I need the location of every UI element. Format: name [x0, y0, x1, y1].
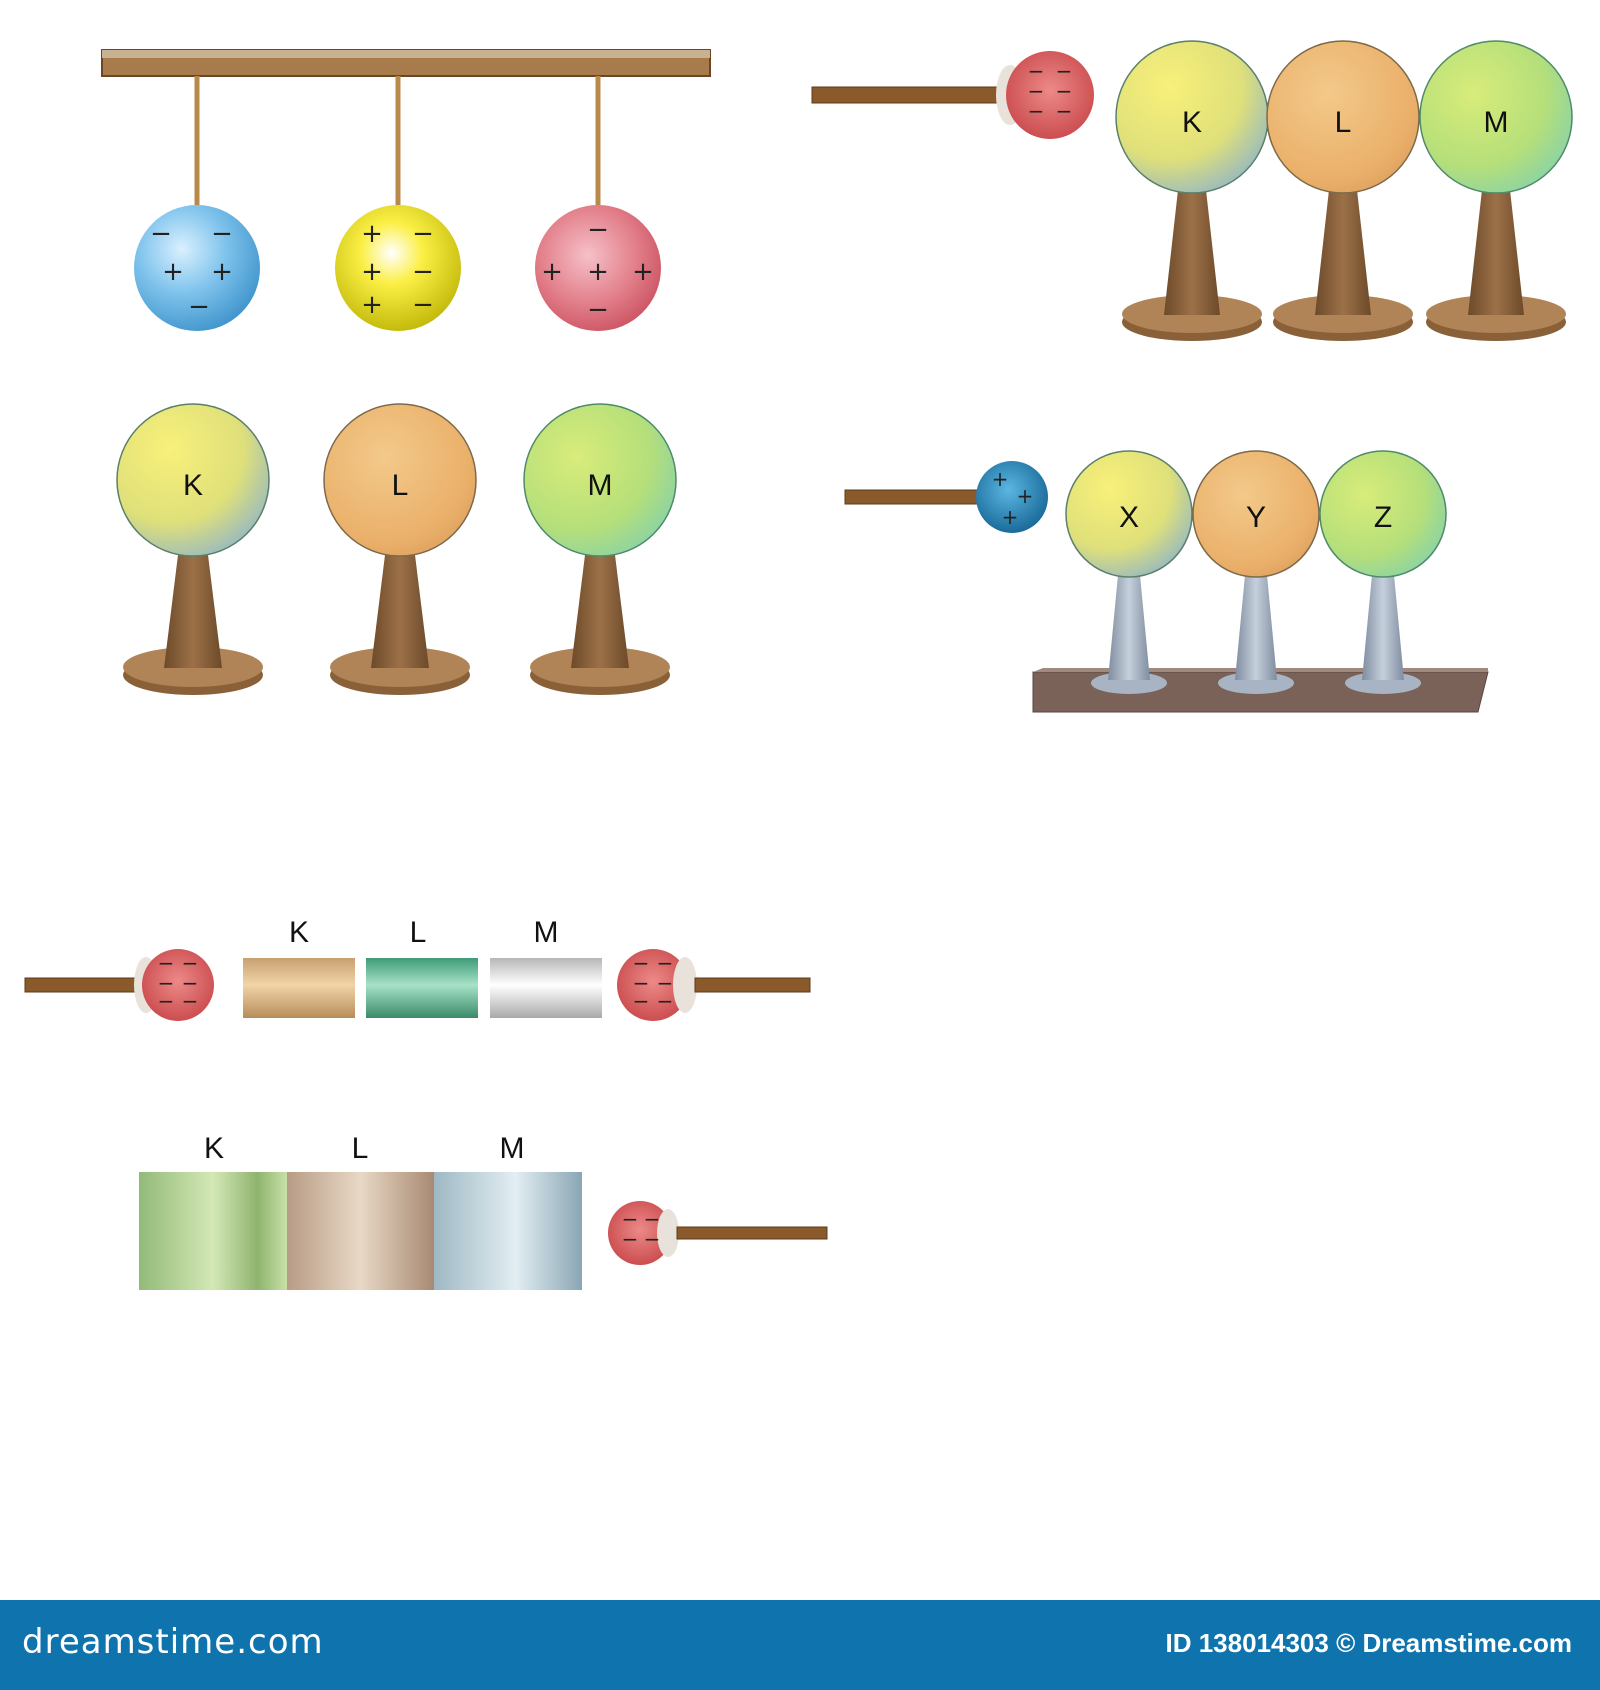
charge-sign: +	[162, 257, 184, 287]
charge-sign: −	[1028, 59, 1045, 83]
block-label-l: L	[352, 1132, 369, 1165]
sphere-x	[1065, 450, 1193, 578]
negative-rod-knob	[608, 1201, 672, 1265]
charge-sign: +	[587, 257, 609, 287]
charge-sign: −	[158, 989, 175, 1013]
charge-sign: −	[150, 219, 172, 249]
charge-sign: −	[158, 971, 175, 995]
sphere-label-z: Z	[1374, 501, 1392, 534]
charge-sign: −	[158, 951, 175, 975]
charge-sign: −	[633, 951, 650, 975]
panel-blocks: K L M − − − −	[139, 1132, 828, 1290]
pink-sphere	[535, 205, 661, 331]
block-l	[287, 1172, 434, 1290]
footer-bar: dreamstime.com ID 138014303 © Dreamstime…	[0, 1600, 1600, 1690]
charge-sign: −	[644, 1207, 661, 1231]
charge-sign: +	[211, 257, 233, 287]
charge-sign: −	[182, 951, 199, 975]
charge-sign: −	[633, 989, 650, 1013]
charge-sign: −	[412, 257, 434, 287]
rod-handle	[694, 977, 811, 993]
charge-sign: −	[1056, 79, 1073, 103]
rod-handle	[811, 86, 1013, 104]
yellow-sphere	[335, 205, 461, 331]
sphere-label-k: K	[183, 469, 203, 502]
bar-label-m: M	[534, 916, 559, 949]
charge-sign: +	[992, 467, 1009, 491]
negative-rod-knob	[1006, 51, 1094, 139]
charge-sign: −	[587, 295, 609, 325]
charge-sign: −	[1028, 79, 1045, 103]
charge-sign: +	[1017, 484, 1034, 508]
charge-sign: −	[412, 219, 434, 249]
sphere-l	[1266, 40, 1420, 194]
block-m	[434, 1172, 582, 1290]
charge-sign: −	[211, 219, 233, 249]
charge-sign: −	[622, 1207, 639, 1231]
charge-sign: −	[1056, 59, 1073, 83]
charge-sign: +	[1002, 505, 1019, 529]
panel-stand-spheres: K L M	[116, 403, 677, 695]
rod-handle	[676, 1226, 828, 1240]
charge-sign: +	[361, 219, 383, 249]
charge-sign: +	[632, 257, 654, 287]
rod-handle	[844, 489, 996, 505]
sphere-label-k: K	[1182, 106, 1202, 139]
block-k	[139, 1172, 287, 1290]
bar-label-l: L	[410, 916, 427, 949]
sphere-label-y: Y	[1246, 501, 1266, 534]
sphere-m	[523, 403, 677, 557]
right-negative-rod-knob	[617, 949, 689, 1021]
panel-bars: − − − − − − K L M − − − − − −	[24, 916, 811, 1021]
block-label-k: K	[204, 1132, 224, 1165]
footer-brand[interactable]: dreamstime.com	[22, 1622, 324, 1662]
panel-hanging-spheres: − − + + − + − + − + − − + + + −	[101, 49, 711, 331]
sphere-m	[1419, 40, 1573, 194]
positive-rod-knob	[976, 461, 1048, 533]
block-label-m: M	[500, 1132, 525, 1165]
sphere-label-x: X	[1119, 501, 1139, 534]
sphere-label-l: L	[1335, 106, 1352, 139]
sphere-z	[1319, 450, 1447, 578]
left-negative-rod-knob	[142, 949, 214, 1021]
charge-sign: −	[657, 989, 674, 1013]
bar-l	[366, 958, 478, 1018]
charge-sign: −	[587, 215, 609, 245]
charge-sign: −	[657, 951, 674, 975]
charge-sign: +	[541, 257, 563, 287]
charge-sign: −	[644, 1227, 661, 1251]
blue-sphere	[134, 205, 260, 331]
charge-sign: −	[188, 292, 210, 322]
sphere-label-m: M	[1484, 106, 1509, 139]
charge-sign: −	[182, 971, 199, 995]
sphere-label-l: L	[392, 469, 409, 502]
sphere-y	[1192, 450, 1320, 578]
charge-sign: −	[1028, 99, 1045, 123]
charge-sign: −	[657, 971, 674, 995]
charge-sign: +	[361, 257, 383, 287]
panel-rod-xyz: + + + X Y Z	[844, 450, 1489, 713]
sphere-k	[116, 403, 270, 557]
bar-k	[243, 958, 355, 1018]
charge-sign: −	[633, 971, 650, 995]
bar-label-k: K	[289, 916, 309, 949]
bar-m	[490, 958, 602, 1018]
charge-sign: −	[622, 1227, 639, 1251]
sphere-label-m: M	[588, 469, 613, 502]
charge-sign: +	[361, 290, 383, 320]
charge-sign: −	[1056, 99, 1073, 123]
sphere-l	[323, 403, 477, 557]
diagram-canvas: − − + + − + − + − + − − + + + − K L	[24, 40, 1573, 1290]
charge-sign: −	[412, 290, 434, 320]
panel-rod-klm: − − − − − − K L M	[811, 40, 1573, 341]
charge-sign: −	[182, 989, 199, 1013]
footer-image-id: ID 138014303 © Dreamstime.com	[1165, 1628, 1572, 1658]
rod-handle	[24, 977, 146, 993]
